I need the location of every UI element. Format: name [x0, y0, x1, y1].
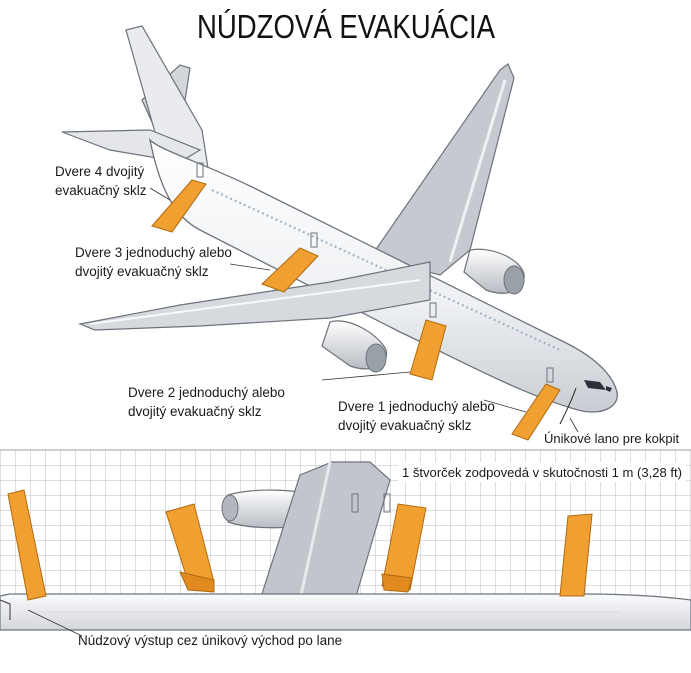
door2-label-line1: Dvere 2 jednoduchý alebo: [128, 385, 285, 400]
side-slide-door-1: [559, 513, 593, 597]
door4-label-line1: Dvere 4 dvojitý: [55, 164, 145, 179]
emergency-exit-label: Núdzový výstup cez únikový východ po lan…: [78, 633, 342, 648]
door-labels: Dvere 4 dvojitý evakuačný sklz Dvere 3 j…: [55, 164, 680, 446]
slide-door-3: [261, 247, 319, 293]
slide-door-4: [151, 179, 207, 233]
side-slide-door-4: [7, 489, 47, 601]
diagram-title: NÚDZOVÁ EVAKUÁCIA: [197, 8, 495, 45]
door2-label-line2: dvojitý evakuačný sklz: [128, 404, 262, 419]
cockpit-rope-label: Únikové lano pre kokpit: [544, 431, 680, 446]
side-slide-door-2: [381, 503, 427, 591]
cockpit-rope: [559, 387, 577, 425]
aircraft-top-view: [61, 25, 618, 413]
slide-door-1: [511, 383, 561, 441]
slide-door-2: [409, 319, 447, 381]
side-view: 1 štvorček zodpovedá v skutočnosti 1 m (…: [0, 449, 691, 631]
door3-label-line1: Dvere 3 jednoduchý alebo: [75, 245, 232, 260]
leader-lines: [149, 187, 579, 433]
door1-label-line1: Dvere 1 jednoduchý alebo: [338, 399, 495, 414]
door3-label-line2: dvojitý evakuačný sklz: [75, 264, 209, 279]
door1-label-line2: dvojitý evakuačný sklz: [338, 418, 472, 433]
slides-top: [151, 179, 561, 441]
vertical-tail: [125, 25, 209, 169]
grid-scale-label: 1 štvorček zodpovedá v skutočnosti 1 m (…: [402, 465, 682, 480]
far-wing: [369, 63, 515, 276]
door4-label-line2: evakuačný sklz: [55, 183, 147, 198]
